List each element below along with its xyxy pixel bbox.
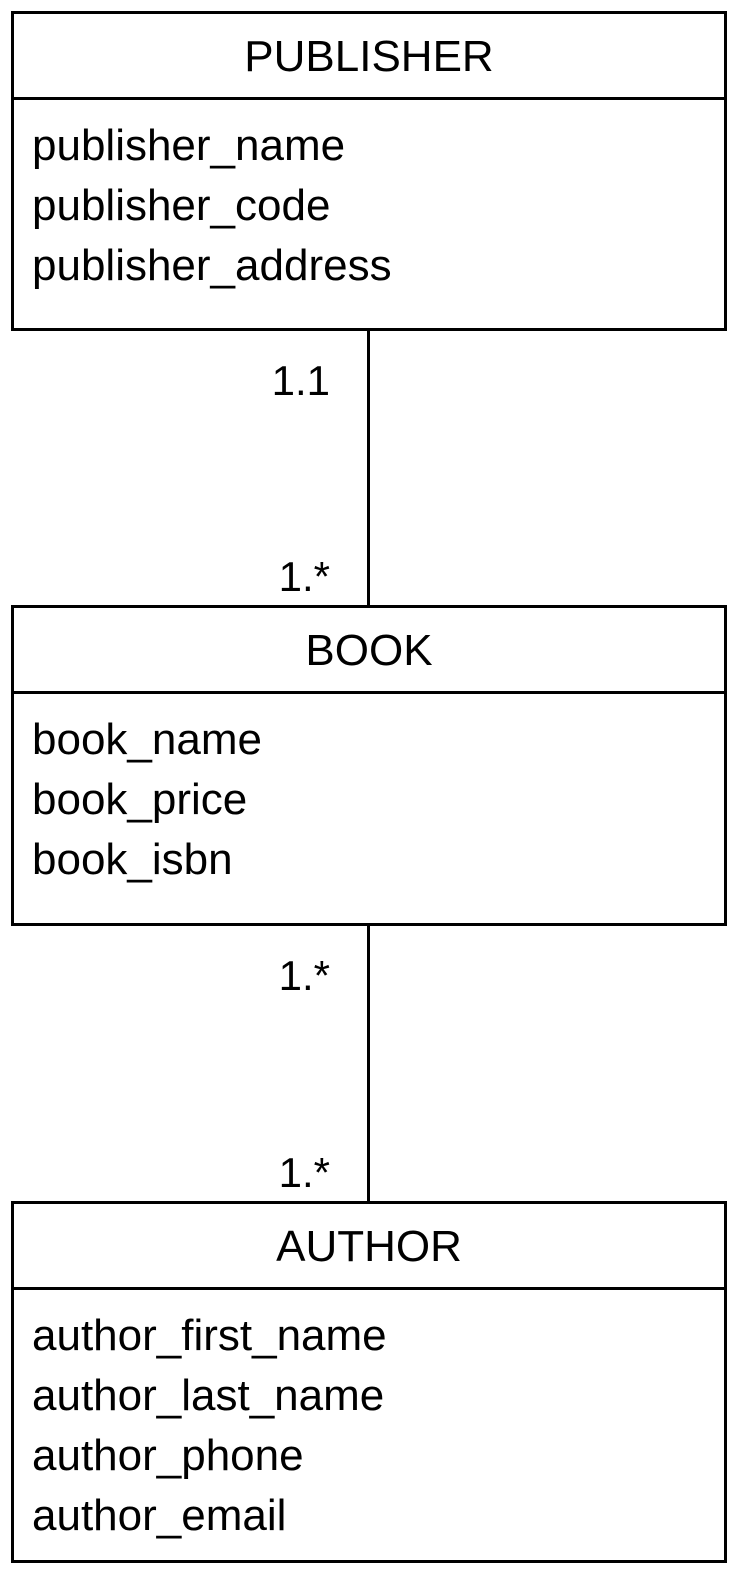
entity-book: BOOK book_name book_price book_isbn	[11, 605, 727, 926]
multiplicity-book-side-to-author: 1.*	[278, 952, 330, 999]
entity-publisher-title: PUBLISHER	[14, 14, 724, 100]
attribute-publisher-code: publisher_code	[32, 181, 331, 230]
attribute-author-first-name: author_first_name	[32, 1311, 387, 1360]
entity-author-title: AUTHOR	[14, 1204, 724, 1290]
multiplicity-publisher-side: 1.1	[271, 357, 330, 404]
relationship-line-book-author	[367, 926, 370, 1203]
entity-publisher-attributes: publisher_name publisher_code publisher_…	[14, 100, 724, 296]
entity-author-attributes: author_first_name author_last_name autho…	[14, 1290, 724, 1546]
attribute-author-email: author_email	[32, 1491, 287, 1540]
attribute-book-isbn: book_isbn	[32, 835, 233, 884]
attribute-book-name: book_name	[32, 715, 262, 764]
attribute-book-price: book_price	[32, 775, 248, 824]
entity-publisher: PUBLISHER publisher_name publisher_code …	[11, 11, 727, 331]
entity-author: AUTHOR author_first_name author_last_nam…	[11, 1201, 727, 1563]
attribute-publisher-name: publisher_name	[32, 121, 346, 170]
attribute-author-phone: author_phone	[32, 1431, 304, 1480]
multiplicity-author-side: 1.*	[278, 1149, 330, 1196]
attribute-author-last-name: author_last_name	[32, 1371, 385, 1420]
entity-book-title: BOOK	[14, 608, 724, 694]
attribute-publisher-address: publisher_address	[32, 241, 392, 290]
multiplicity-book-side-from-publisher: 1.*	[278, 553, 330, 600]
entity-book-attributes: book_name book_price book_isbn	[14, 694, 724, 890]
relationship-line-publisher-book	[367, 331, 370, 607]
